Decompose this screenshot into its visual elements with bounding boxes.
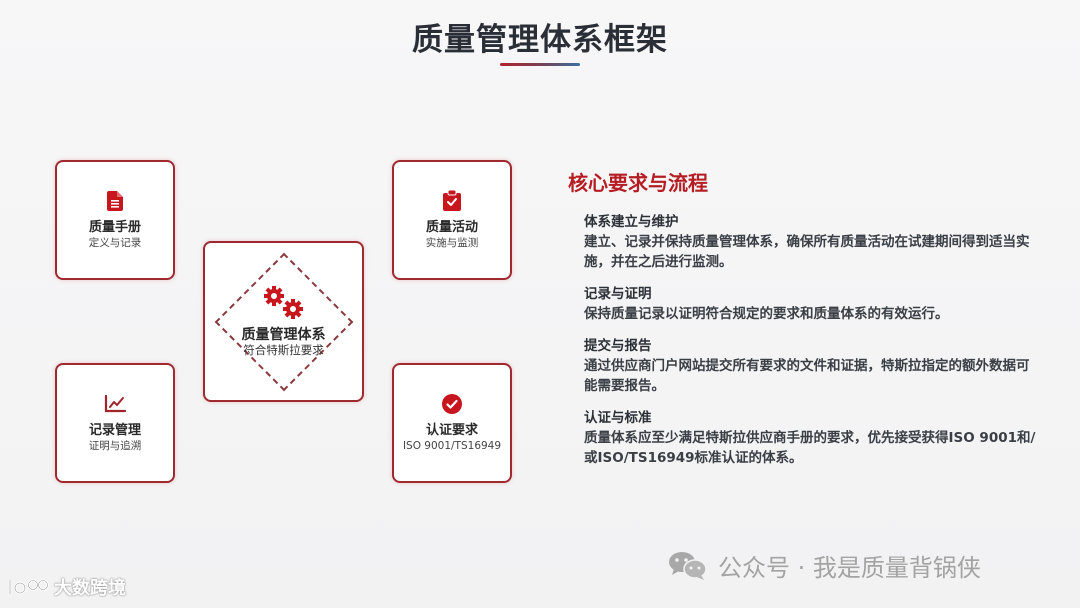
gears-icon bbox=[261, 285, 307, 321]
wechat-watermark: 公众号 · 我是质量背锅侠 bbox=[668, 548, 981, 583]
requirements-heading: 核心要求与流程 bbox=[568, 171, 708, 195]
card-subtitle: 实施与监测 bbox=[425, 236, 479, 249]
center-title: 质量管理体系 bbox=[241, 327, 326, 343]
logo-label: 大数跨境 bbox=[54, 578, 126, 599]
clipboard-check-icon bbox=[441, 190, 463, 212]
check-circle-icon bbox=[441, 393, 463, 415]
card-subtitle: 定义与记录 bbox=[88, 236, 142, 249]
section-title: 认证与标准 bbox=[584, 410, 652, 426]
card-records-management: 记录管理 证明与追溯 bbox=[55, 363, 175, 483]
section-title: 记录与证明 bbox=[584, 286, 652, 302]
section-body: 通过供应商门户网站提交所有要求的文件和证据，特斯拉指定的额外数据可能需要报告。 bbox=[584, 358, 1030, 394]
requirement-section: 体系建立与维护 建立、记录并保持质量管理体系，确保所有质量活动在试建期间得到适当… bbox=[584, 212, 1038, 272]
center-subtitle: 符合特斯拉要求 bbox=[243, 343, 324, 357]
logo-icon bbox=[6, 576, 50, 598]
card-subtitle: ISO 9001/TS16949 bbox=[402, 439, 502, 452]
card-subtitle: 证明与追溯 bbox=[88, 439, 142, 452]
requirement-section: 认证与标准 质量体系应至少满足特斯拉供应商手册的要求，优先接受获得ISO 900… bbox=[584, 408, 1038, 468]
card-quality-management-system: 质量管理体系 符合特斯拉要求 bbox=[203, 241, 364, 402]
card-title: 认证要求 bbox=[425, 422, 478, 438]
wechat-icon bbox=[668, 551, 708, 581]
logo-watermark: 大数跨境 bbox=[6, 574, 126, 600]
document-icon bbox=[104, 190, 126, 212]
section-body: 建立、记录并保持质量管理体系，确保所有质量活动在试建期间得到适当实施，并在之后进… bbox=[584, 234, 1030, 270]
card-title: 记录管理 bbox=[88, 422, 141, 438]
requirements-panel: 核心要求与流程 体系建立与维护 建立、记录并保持质量管理体系，确保所有质量活动在… bbox=[568, 167, 1038, 480]
section-title: 体系建立与维护 bbox=[584, 214, 679, 230]
section-body: 质量体系应至少满足特斯拉供应商手册的要求，优先接受获得ISO 9001和/或IS… bbox=[584, 430, 1036, 466]
card-quality-manual: 质量手册 定义与记录 bbox=[55, 160, 175, 280]
card-title: 质量手册 bbox=[88, 219, 141, 235]
wechat-label: 公众号 · 我是质量背锅侠 bbox=[718, 554, 981, 582]
requirement-section: 提交与报告 通过供应商门户网站提交所有要求的文件和证据，特斯拉指定的额外数据可能… bbox=[584, 336, 1038, 396]
section-title: 提交与报告 bbox=[584, 338, 652, 354]
line-chart-icon bbox=[104, 393, 126, 415]
title-underline bbox=[500, 63, 580, 66]
section-body: 保持质量记录以证明符合规定的要求和质量体系的有效运行。 bbox=[584, 306, 949, 322]
card-title: 质量活动 bbox=[425, 219, 478, 235]
page-title: 质量管理体系框架 bbox=[412, 22, 668, 58]
card-quality-activities: 质量活动 实施与监测 bbox=[392, 160, 512, 280]
requirement-section: 记录与证明 保持质量记录以证明符合规定的要求和质量体系的有效运行。 bbox=[584, 284, 1038, 324]
card-certification: 认证要求 ISO 9001/TS16949 bbox=[392, 363, 512, 483]
